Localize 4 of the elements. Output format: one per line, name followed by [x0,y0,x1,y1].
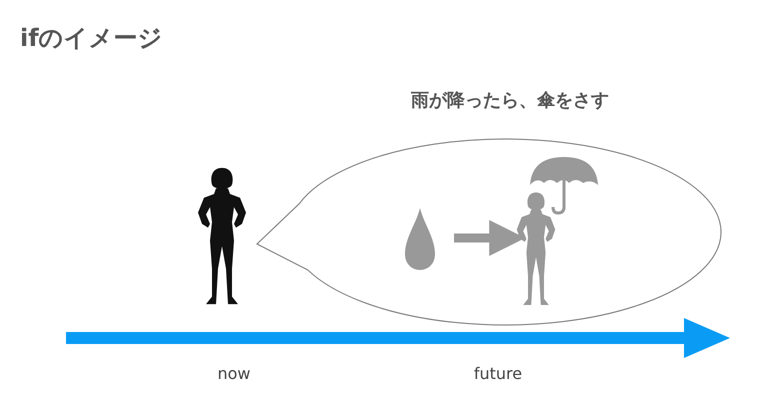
axis-label: now [216,364,252,383]
axis-label: future [472,364,524,383]
page-title: ifのイメージ [20,23,163,54]
bubble-heading: 雨が降ったら、傘をさす [410,89,610,112]
